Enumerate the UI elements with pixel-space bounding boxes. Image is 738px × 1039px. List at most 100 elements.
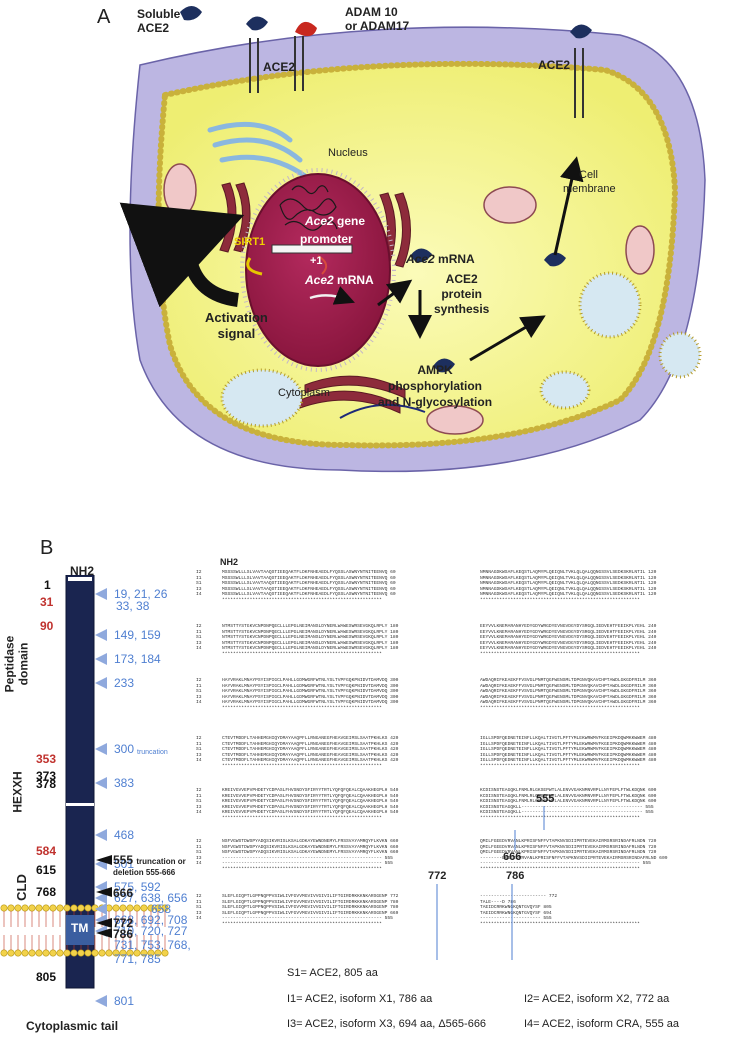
ace2-protein-shapes — [180, 6, 592, 373]
site-arrow-icon — [95, 903, 107, 915]
membrane-receptors — [249, 36, 584, 118]
activation-signal-arrow — [119, 202, 245, 308]
adam-label-line2: or ADAM17 — [345, 19, 410, 33]
ace2-mrna-nuc-italic: Ace2 — [305, 273, 334, 287]
site-arrow-icon — [95, 777, 107, 789]
sequence-row: CTEVTMDDFLTAHHEMGHIQYDMAYAAQPFLLRNGANEGF… — [222, 758, 399, 764]
conservation-stars: ****************************************… — [480, 816, 640, 821]
sequence-row: EEYVVLKNEMARANHYEDYGDYWRGDYEVNGVDGYDYSRG… — [480, 624, 657, 629]
legend-i1: I1= ACE2, isoform X1, 786 aa — [287, 993, 433, 1005]
sequence-row: IGLLSPDFQEDNETEINFLLKQALTIVGTLPFTYMLEKWR… — [480, 741, 657, 747]
cytoplasmic-tail-label: Cytoplasmic tail — [26, 1019, 119, 1033]
sequence-row: IGLLSPDFQEDNETEINFLLKQALTIVGTLPFTYMLEKWR… — [480, 736, 657, 741]
sequence-row: MSSSSWLLLSLVAVTAAQSTIEEQAKTFLDKFNHEAEDLF… — [222, 581, 396, 587]
sequence-row: NMNNAGDKWSAFLKEQSTLAQMYPLQEIQNLTVKLQLQAL… — [480, 575, 657, 581]
sequence-row: EEYVVLKNEMARANHYEDYGDYWRGDYEVNGVDGYDYSRG… — [480, 640, 657, 646]
sequence-row: KCDISNSTEAGQKLL-------------------------… — [480, 810, 654, 816]
site-label: 658 — [151, 902, 172, 916]
ace2-mrna-cytoplasm-label: Ace2 mRNA — [406, 252, 475, 266]
protein-domain-bar — [0, 575, 169, 989]
sequence-row: CTEVTMDDFLTAHHEMGHIQYDMAYAAQPFLLRNGANEGF… — [222, 747, 399, 753]
sequence-row: MSSSSWLLLSLVAVTAAQSTIEEQAKTFLDKFNHEAEDLF… — [222, 575, 396, 581]
sequence-row: HAYVRAKLMNAYPSYISPIGCLPAHLLGDMWGRFWTNLYS… — [222, 678, 399, 683]
sequence-row: TAEIDCRRKWNGKQNTGVQYSF 805 — [480, 905, 552, 911]
sequence-row: AWDAQRIFKEAEKFFVSVGLPNMTQGFWENSMLTDPGNVQ… — [480, 694, 657, 700]
ace2-gene-label: Ace2 gene — [305, 214, 365, 228]
sequence-row: NMNNAGDKWSAFLKEQSTLAQMYPLQEIQNLTVKLQLQAL… — [480, 570, 657, 575]
site-label: 627, 638, 656 — [114, 891, 188, 905]
sequence-row: HAYVRAKLMNAYPSYISPIGCLPAHLLGDMWGRFWTNLYS… — [222, 683, 399, 689]
site-555-num: 555 — [113, 853, 134, 867]
conservation-stars: ****************************************… — [222, 652, 382, 657]
sequence-row: SLEFLGIQPTLGPPNQPPVSIWLIVFGVVMGVIVVGIVIL… — [222, 905, 399, 911]
sequence-row: --------LKGEEDVRVANLKPRISFNFFVTAPKNVSDII… — [480, 855, 668, 861]
sequence-row: EEYVVLKNEMARANHYEDYGDYWRGDYEVNGVDGYDYSRG… — [480, 629, 657, 635]
site-label: 575, 592 — [114, 880, 161, 894]
adam-label: ADAM 10 or ADAM17 — [345, 5, 409, 33]
site-555-note: truncation or — [136, 857, 186, 866]
site-555: 555 truncation or — [113, 853, 186, 867]
marker-666: 666 — [503, 851, 522, 863]
site-label: 668, 692, 708 — [114, 913, 188, 927]
cytoplasm-label: Cytoplasm — [278, 387, 330, 399]
marker-555: 555 — [536, 793, 555, 805]
nucleus-label: Nucleus — [328, 147, 368, 159]
isoform-labels: I2 I1 S1 I3 I4 — [196, 894, 202, 922]
activation-signal-label: Activation signal — [205, 310, 268, 342]
soluble-label-line2: ACE2 — [137, 21, 170, 35]
site-arrow-icon — [95, 743, 107, 755]
site-label: 300 — [114, 742, 135, 756]
sequence-row: QMILFGEEDVRVANLKPRISFNFFVTAPKNVSDIIPRTEV… — [480, 844, 657, 850]
cell-membrane-line1: Cell — [579, 169, 598, 181]
site-arrow-icon — [95, 629, 107, 641]
ace2-gene-italic: Ace2 — [305, 214, 334, 228]
truncation-small-label: truncation — [137, 749, 168, 756]
sequence-row: NMNNAGDKWSAFLKEQSTLAQMYPLQEIQNLTVKLQLQAL… — [480, 592, 657, 598]
sequence-row: MSSSSWLLLSLVAVTAAQSTIEEQAKTFLDKFNHEAEDLF… — [222, 592, 396, 598]
sequence-row: ------------------------ 772 — [480, 894, 558, 899]
sequence-row: ----------------------------------------… — [222, 861, 393, 867]
sequence-row: HAYVRAKLMNAYPSYISPIGCLPAHLLGDMWGRFWTNLYS… — [222, 689, 399, 695]
sequence-row: ----------------------------------------… — [222, 916, 393, 922]
ace2-membrane-right-label: ACE2 — [538, 58, 571, 72]
sequence-row: MSSSSWLLLSLVAVTAAQSTIEEQAKTFLDKFNHEAEDLF… — [222, 570, 396, 575]
position-number: 805 — [36, 970, 57, 984]
nucleus — [245, 173, 391, 367]
sequence-row: NTMSTTYSTGKVCNPDNPQECLLLEPGLNEIMANSLDYNE… — [222, 646, 399, 652]
position-number: 31 — [40, 595, 54, 609]
protein-synthesis-line1: ACE2 — [445, 272, 478, 286]
sequence-row: EEYVVLKNEMARANHYEDYGDYWRGDYEVNGVDGYDYSRG… — [480, 635, 657, 641]
position-number: 90 — [40, 619, 54, 633]
site-label: 173, 184 — [114, 652, 161, 666]
black-arrows — [96, 855, 112, 938]
legend-i2: I2= ACE2, isoform X2, 772 aa — [524, 993, 670, 1005]
ampk-line1: AMPK — [417, 363, 453, 377]
cell-diagram — [119, 6, 706, 473]
sequence-row: KCDISNSTEAGQKLFNMLRLGKSEPWTLALENVVGAKNMN… — [480, 793, 657, 799]
sequence-row: KREIVGVVEPVPHDETYCDPASLFHVSNDYSFIRYYTRTL… — [222, 810, 399, 816]
sequence-row: KCDISNSTEAGQKLFNMLRLGKSEPWTLALENVVGAKNMN… — [480, 788, 657, 793]
adam-protease-shape — [295, 21, 317, 37]
conservation-stars: ****************************************… — [222, 816, 382, 821]
site-arrow-icon — [95, 653, 107, 665]
sequence-row: CTEVTMDDFLTAHHEMGHIQYDMAYAAQPFLLRNGANEGF… — [222, 752, 399, 758]
sequence-row: QMILFGEEDVRVANLKPRISFNFFVTAPKNVSDIIPRTEV… — [480, 839, 657, 844]
sequence-row: IGLLSPDFQEDNETEINFLLKQALTIVGTLPFTYMLEKWR… — [480, 758, 657, 764]
cell-membrane-label: Cell membrane — [563, 168, 616, 196]
sequence-row: HAYVRAKLMNAYPSYISPIGCLPAHLLGDMWGRFWTNLYS… — [222, 700, 399, 706]
ace2-gene-word: gene — [333, 214, 366, 228]
sequence-row: KREIVGVVEPVPHDETYCDPASLFHVSNDYSFIRYYTRTL… — [222, 799, 399, 805]
deletion-label: deletion 555-666 — [113, 868, 176, 877]
sequence-row: KREIVGVVEPVPHDETYCDPASLFHVSNDYSFIRYYTRTL… — [222, 788, 399, 793]
sequence-row: NTMSTTYSTGKVCNPDNPQECLLLEPGLNEIMANSLDYNE… — [222, 624, 399, 629]
sequence-row: KCDISNSTEAGQKLFNMLRLGKSEPWTLALENVVGAKNMN… — [480, 799, 657, 805]
site-label: 233 — [114, 676, 135, 690]
sequence-row: QMILFGEEDVRVANLKPRISFNFFVTAPKNVSDIIPRTEV… — [480, 850, 657, 856]
isoform-labels: I2 I1 S1 I3 I4 — [196, 678, 202, 706]
ampk-label: AMPK phosphorylation and N-glycosylation — [378, 362, 492, 410]
site-label: 731, 753, 768, — [114, 938, 191, 952]
panel-a-label: A — [97, 6, 111, 28]
site-772: 772 — [113, 916, 134, 930]
sequence-row: AWDAQRIFKEAEKFFVSVGLPNMTQGFWENSMLTDPGNVQ… — [480, 700, 657, 706]
